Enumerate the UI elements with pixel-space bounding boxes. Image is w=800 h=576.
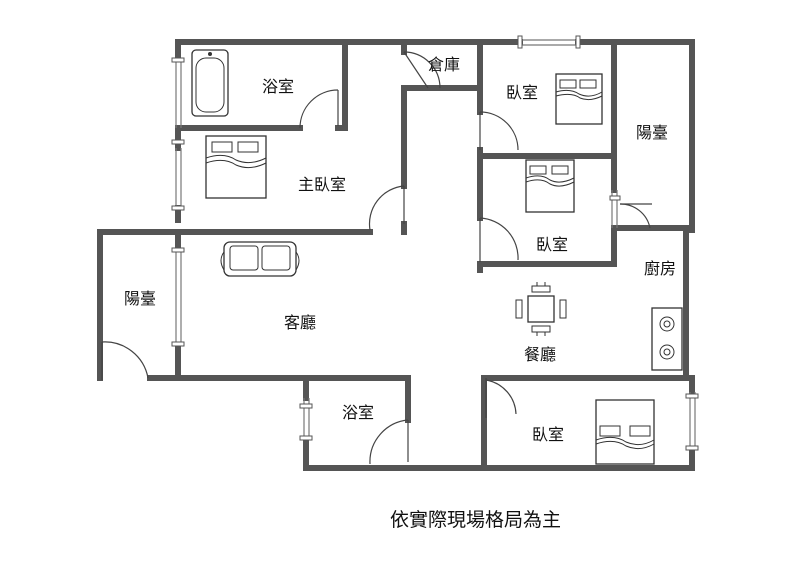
stove-icon bbox=[651, 307, 683, 371]
room-label-bath-top: 浴室 bbox=[262, 77, 294, 96]
bed-icon bbox=[555, 73, 603, 125]
bed-icon bbox=[205, 135, 267, 199]
room-label-living-room: 客廳 bbox=[284, 313, 316, 332]
sofa-icon bbox=[220, 241, 300, 277]
dining-table-icon bbox=[515, 282, 567, 336]
layout-disclaimer: 依實際現場格局為主 bbox=[390, 509, 561, 531]
room-label-dining-room: 餐廳 bbox=[524, 345, 556, 364]
window-icon bbox=[171, 35, 699, 451]
door-swing-icon bbox=[101, 51, 652, 465]
bathtub-icon bbox=[191, 49, 229, 117]
room-label-storage: 倉庫 bbox=[428, 55, 460, 74]
room-label-kitchen: 廚房 bbox=[644, 259, 676, 278]
room-label-master-bedroom: 主臥室 bbox=[298, 175, 346, 194]
room-label-bedroom-top-right: 臥室 bbox=[506, 83, 538, 102]
room-label-balcony-left: 陽臺 bbox=[124, 289, 156, 308]
bed-icon bbox=[595, 399, 655, 465]
room-label-balcony-right: 陽臺 bbox=[636, 123, 668, 142]
room-label-bath-bottom: 浴室 bbox=[342, 403, 374, 422]
room-label-bedroom-bottom-right: 臥室 bbox=[532, 425, 564, 444]
bed-icon bbox=[525, 159, 575, 213]
walls bbox=[97, 39, 695, 471]
room-label-bedroom-middle: 臥室 bbox=[536, 235, 568, 254]
